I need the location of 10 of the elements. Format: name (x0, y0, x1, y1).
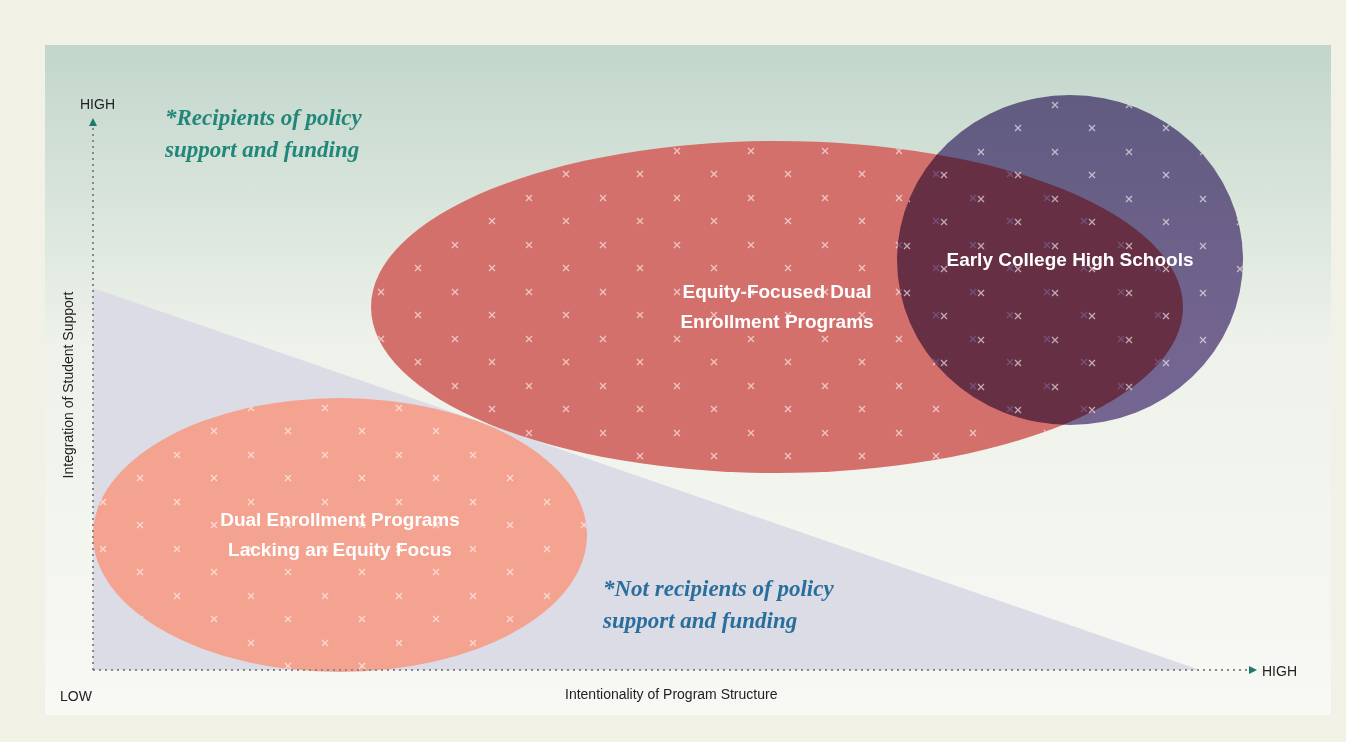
region-label: Equity-Focused Dual Enrollment Programs (679, 279, 875, 334)
note-text: *Not recipients of policy support and funding (603, 575, 835, 636)
axis-label: LOW (60, 688, 92, 704)
region-label: Early College High Schools (946, 247, 1194, 272)
axis-label: HIGH (1262, 663, 1297, 679)
axis-label: HIGH (80, 96, 115, 112)
region-label: Dual Enrollment Programs Lacking an Equity Focus (219, 507, 461, 562)
axis-title: Intentionality of Program Structure (565, 686, 778, 702)
note-text: *Recipients of policy support and funding (165, 104, 363, 165)
axis-title: Integration of Student Support (60, 291, 76, 479)
